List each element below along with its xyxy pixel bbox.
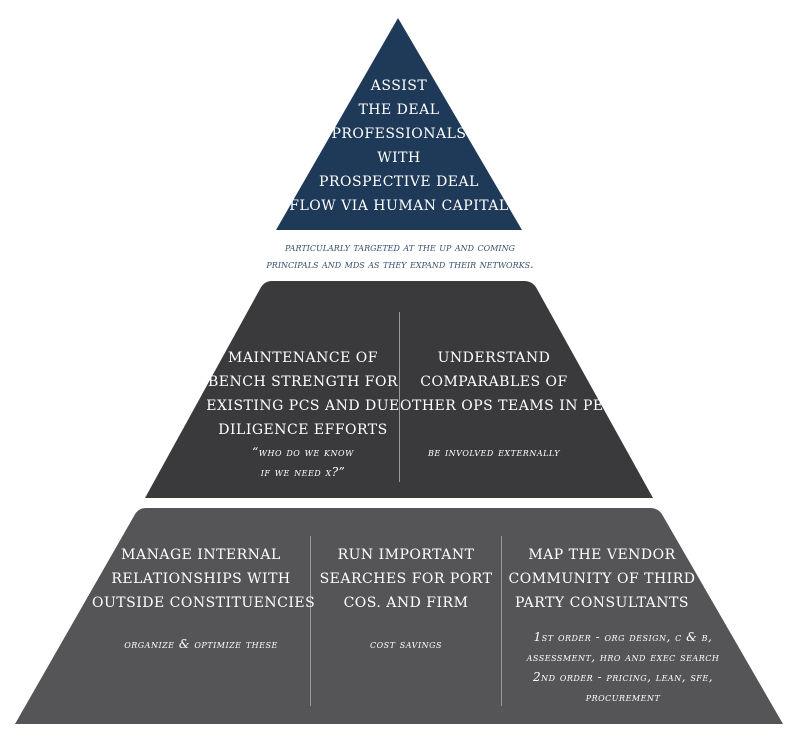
middle-right-line-2: COMPARABLES OF [420,374,568,390]
apex-note-line-1: particularly targeted at the up and comi… [285,241,515,254]
base-right-text: MAP THE VENDOR COMMUNITY OF THIRD PARTY … [502,543,702,615]
base-left-subtext: organize & optimize these [92,634,310,654]
middle-right-sub-1: be involved externally [427,445,560,459]
apex-note: particularly targeted at the up and comi… [220,239,580,273]
apex-note-line-2: principals and mds as they expand their … [266,258,534,271]
base-left-line-3: OUTSIDE CONSTITUENCIES [92,595,316,611]
base-left-line-2: RELATIONSHIPS WITH [111,571,291,587]
middle-left-sub-1: “who do we know [252,445,354,459]
middle-right-text: UNDERSTAND COMPARABLES OF OTHER OPS TEAM… [400,346,604,418]
apex-line-2: THE DEAL [358,102,440,118]
middle-left-line-1: MAINTENANCE OF [228,350,378,366]
middle-left-text: MAINTENANCE OF BENCH STRENGTH FOR EXISTI… [206,346,400,442]
base-left-text: MANAGE INTERNAL RELATIONSHIPS WITH OUTSI… [92,543,316,615]
apex-tier [276,18,522,230]
apex-text: ASSIST THE DEAL PROFESSIONALS WITH PROSP… [288,74,510,218]
apex-line-4: WITH [377,150,421,166]
base-right-line-3: PARTY CONSULTANTS [515,595,689,611]
base-right-sub-1: 1st order - org design, c & b, [533,630,713,644]
apex-line-6: FLOW VIA HUMAN CAPITAL [289,198,509,214]
base-tier [15,508,783,724]
base-right-line-1: MAP THE VENDOR [528,547,676,563]
base-center-subtext: cost savings [311,634,501,654]
base-right-sub-2: assessment, hro and exec search [526,650,720,664]
base-right-sub-3: 2nd order - pricing, lean, sfe, [532,670,714,684]
middle-right-subtext: be involved externally [400,442,588,462]
apex-line-3: PROFESSIONALS [331,126,467,142]
base-left-line-1: MANAGE INTERNAL [121,547,281,563]
middle-left-line-2: BENCH STRENGTH FOR [208,374,398,390]
base-right-line-2: COMMUNITY OF THIRD [508,571,696,587]
base-center-sub-1: cost savings [370,637,442,651]
base-center-text: RUN IMPORTANT SEARCHES FOR PORT COS. AND… [311,543,501,615]
apex-line-1: ASSIST [370,78,428,94]
apex-line-5: PROSPECTIVE DEAL [319,174,479,190]
base-center-line-3: COS. AND FIRM [343,595,469,611]
middle-left-line-4: DILIGENCE EFFORTS [218,422,388,438]
middle-left-line-3: EXISTING PCS AND DUE [206,398,400,414]
base-right-subtext: 1st order - org design, c & b, assessmen… [502,627,744,707]
base-center-line-2: SEARCHES FOR PORT [319,571,493,587]
middle-right-line-3: OTHER OPS TEAMS IN PE [400,398,604,414]
middle-left-subtext: “who do we know if we need x?” [206,442,400,482]
base-left-sub-1: organize & optimize these [124,637,278,651]
middle-right-line-1: UNDERSTAND [437,350,551,366]
base-center-line-1: RUN IMPORTANT [337,547,475,563]
middle-left-sub-2: if we need x?” [260,465,346,479]
base-right-sub-4: procurement [585,690,661,704]
